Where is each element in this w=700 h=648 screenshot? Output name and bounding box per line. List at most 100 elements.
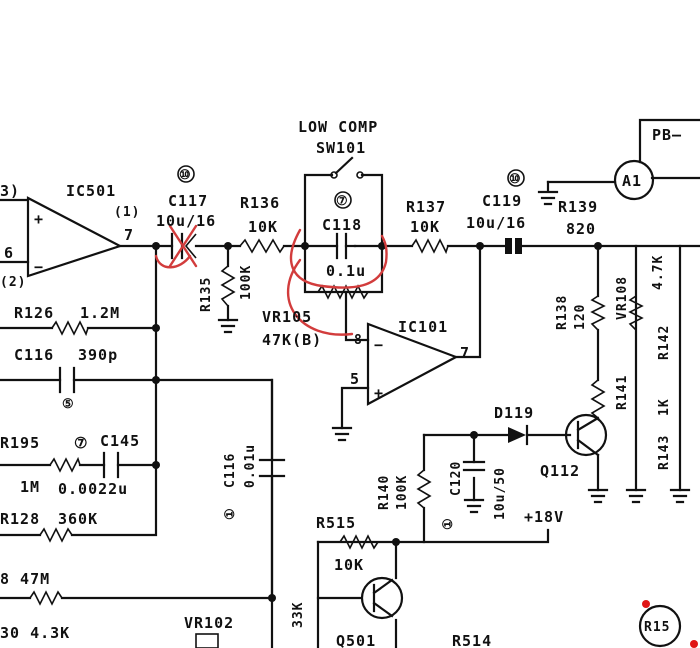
label-ic101-pin7: 7 [460,344,470,362]
label-r136-value: 10K [248,218,278,236]
r137-resistor [411,238,449,255]
ic501-opamp: + − [26,196,123,278]
label-ic101-pin5: 5 [350,370,360,388]
label-marker-c: ⑩ [509,172,522,187]
r141-resistor [590,379,606,419]
label-c116: C116 [14,346,54,364]
sw101-loop [303,173,384,248]
label-plus18v: +18V [524,508,564,526]
label-marker-e: ⑤ [62,397,75,412]
ic101-plus-input [340,386,370,430]
label-pb: PB— [652,126,682,144]
label-d119: D119 [494,404,534,422]
r138-resistor [590,295,606,331]
ic501-input-wires [0,198,30,264]
label-r137-value: 10K [410,218,440,236]
grounds-right [587,488,691,504]
label-pin8: 8 [354,333,363,348]
labels: 3) IC501 (1) 7 6 (2) ⑩ C117 10u/16 R136 … [0,118,682,648]
wiring [0,173,700,648]
ic101-feedback [454,244,482,359]
red-x-mark [168,224,198,268]
label-r126-value: 1.2M [80,304,120,322]
r15-circle [638,604,682,648]
r126-resistor [51,320,89,337]
label-c116-value: 390p [78,346,118,364]
svg-text:−: − [34,258,44,276]
label-marker-f: ① [223,507,238,520]
label-c119-value: 10u/16 [466,214,526,232]
label-pin7: 7 [124,226,134,244]
label-c117-name: C117 [168,192,208,210]
label-r143: R143 [657,435,672,470]
label-q501: Q501 [336,632,376,648]
circled-markers [177,165,525,209]
label-c116b-value: 0.01u [243,444,258,488]
label-pin1-marker: (1) [114,205,140,220]
label-ic501: IC501 [66,182,116,200]
label-r515: R515 [316,514,356,532]
r135-resistor [217,265,239,334]
label-c118-value: 0.1u [326,262,366,280]
vr108-pot [628,295,644,331]
ground-a1-branch [537,180,559,206]
label-c116b: C116 [223,453,238,488]
svg-text:+: + [374,384,384,402]
label-r138-value: 120 [573,304,588,330]
label-a1: A1 [622,172,642,190]
label-c117-value: 10u/16 [156,212,216,230]
label-pin1-top: 3) [0,182,20,200]
label-marker-b: ⑦ [336,194,349,209]
label-pin2: (2) [0,275,26,290]
red-loop-c118 [289,228,388,289]
red-loop-vr105 [287,258,354,336]
r128-resistor [39,527,73,543]
label-r128: R128 [0,510,40,528]
label-c145-value: 0.0022u [58,480,128,498]
red-annotations [154,224,698,648]
c145-capacitor [102,451,120,479]
c120-capacitor [462,460,486,514]
label-r136-name: R136 [240,194,280,212]
r515-resistor [339,534,379,550]
vr102-box [195,633,219,648]
vr105-pot [317,284,369,300]
ground-ic101 [331,426,353,442]
label-vr105: VR105 [262,308,312,326]
q501-transistor [360,576,404,620]
label-vr105-value: 47K(B) [262,331,322,349]
junction-dots [152,242,602,602]
a1-branch [546,176,700,184]
label-r142: R142 [657,325,672,360]
label-r47k: 4.7K [651,255,666,290]
label-q112: Q112 [540,462,580,480]
label-r137-name: R137 [406,198,446,216]
label-r139-name: R139 [558,198,598,216]
label-r135-value: 100K [239,265,254,300]
r47m-resistor [29,590,63,606]
vr105-wiper [344,290,370,342]
label-r33k: 33K [291,602,306,628]
label-r135: R135 [199,277,214,312]
a1-meter [613,118,700,201]
label-r15: R15 [644,620,670,635]
q112-transistor [564,413,608,457]
label-sw101: SW101 [316,139,366,157]
label-c145: C145 [100,432,140,450]
label-r47m: 8 47M [0,570,50,588]
label-vr102: VR102 [184,614,234,632]
label-r195-value: 1M [20,478,40,496]
c118-capacitor [335,232,357,260]
label-r141: R141 [615,375,630,410]
c116-capacitor [58,366,76,394]
label-c118-name: C118 [322,216,362,234]
red-squiggle-c117 [154,254,192,269]
d119-diode [508,424,529,446]
r128-wire [0,463,158,537]
label-c145-marker: ⑦ [74,434,88,452]
r140-resistor [416,469,432,509]
label-vr108: VR108 [615,276,630,320]
label-ic101: IC101 [398,318,448,336]
label-r126: R126 [14,304,54,322]
